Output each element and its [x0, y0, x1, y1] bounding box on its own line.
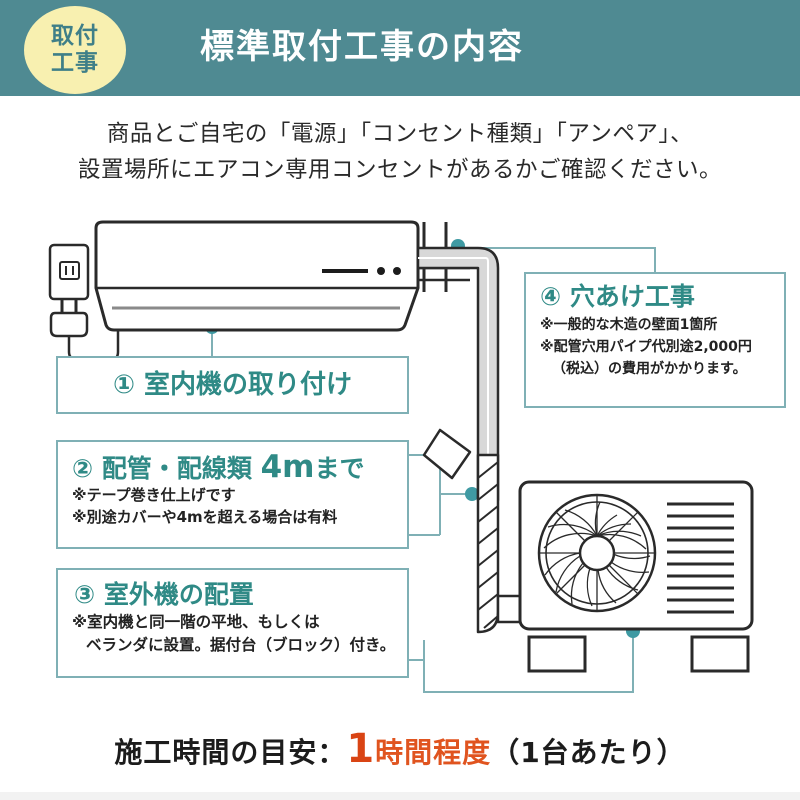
dot-wall-hole	[451, 239, 465, 253]
page-title: 標準取付工事の内容	[200, 27, 524, 67]
callout-1-title: ① 室内機の取り付け	[112, 370, 353, 400]
refrigerant-pipe	[416, 246, 524, 634]
subtitle-block: 商品とご自宅の「電源」「コンセント種類」「アンペア」、 設置場所にエアコン専用コ…	[0, 116, 800, 188]
connector-box3	[409, 632, 634, 693]
callout-box-1: ① 室内機の取り付け	[56, 356, 409, 414]
callout-3-title: ③ 室外機の配置	[74, 580, 254, 609]
connector-box2	[409, 454, 472, 536]
callout-4-title: ④ 穴あけ工事	[540, 282, 695, 311]
power-plug	[49, 300, 120, 362]
callout-2-title: ② 配管・配線類 4mまで	[72, 452, 407, 484]
support-blocks	[527, 635, 750, 673]
callout-4-note-3: （税込）の費用がかかります。	[552, 361, 747, 377]
header-bar: 取付 工事 標準取付工事の内容	[0, 0, 800, 96]
pipe-tape-stripes	[477, 461, 499, 629]
power-outlet	[48, 243, 90, 301]
dot-pipe	[465, 487, 479, 501]
footer-suffix: （1台あたり）	[491, 736, 686, 769]
callout-2-title-length: 4m	[260, 449, 315, 485]
callout-2-note-1: ※テープ巻き仕上げです	[72, 486, 236, 504]
outdoor-unit	[518, 480, 754, 631]
dot-outdoor-unit	[626, 624, 640, 638]
indoor-unit	[94, 220, 420, 332]
footer-highlight: 時間程度	[375, 736, 492, 769]
badge-line-1: 取付	[51, 23, 99, 49]
callout-2-title-suffix: まで	[314, 454, 365, 483]
fan-grille	[537, 493, 657, 613]
callout-box-3: ③ 室外機の配置 ※室内機と同一階の平地、もしくは ベランダに設置。据付台（ブロ…	[56, 568, 409, 678]
bottom-band	[0, 792, 800, 800]
subtitle-line-2: 設置場所にエアコン専用コンセントがあるかご確認ください。	[77, 157, 722, 183]
installation-badge: 取付 工事	[24, 6, 126, 94]
callout-3-note-1: ※室内機と同一階の平地、もしくは	[72, 613, 320, 631]
footer-number: 1	[346, 726, 376, 772]
callout-box-4: ④ 穴あけ工事 ※一般的な木造の壁面1箇所 ※配管穴用パイプ代別途2,000円 …	[524, 272, 786, 408]
vent-louvers	[667, 502, 734, 614]
callout-2-note-2: ※別途カバーや4mを超える場合は有料	[72, 508, 338, 526]
footer-label: 施工時間の目安：	[114, 736, 347, 769]
subtitle-line-1: 商品とご自宅の「電源」「コンセント種類」「アンペア」、	[106, 121, 694, 147]
connector-box4	[460, 247, 656, 272]
dot-indoor-unit	[205, 320, 219, 334]
callout-4-note-1: ※一般的な木造の壁面1箇所	[540, 317, 718, 333]
callout-box-2: ② 配管・配線類 4mまで ※テープ巻き仕上げです ※別途カバーや4mを超える場…	[56, 440, 409, 549]
callout-3-note-2: ベランダに設置。据付台（ブロック）付き。	[86, 636, 396, 654]
support-block-right	[690, 635, 750, 673]
badge-line-2: 工事	[51, 50, 99, 76]
footer-duration: 施工時間の目安：1時間程度（1台あたり）	[0, 726, 800, 772]
support-block-left	[527, 635, 587, 673]
callout-4-note-2: ※配管穴用パイプ代別途2,000円	[540, 339, 752, 355]
wall-structure	[408, 222, 470, 292]
callout-2-title-prefix: ② 配管・配線類	[72, 454, 261, 483]
